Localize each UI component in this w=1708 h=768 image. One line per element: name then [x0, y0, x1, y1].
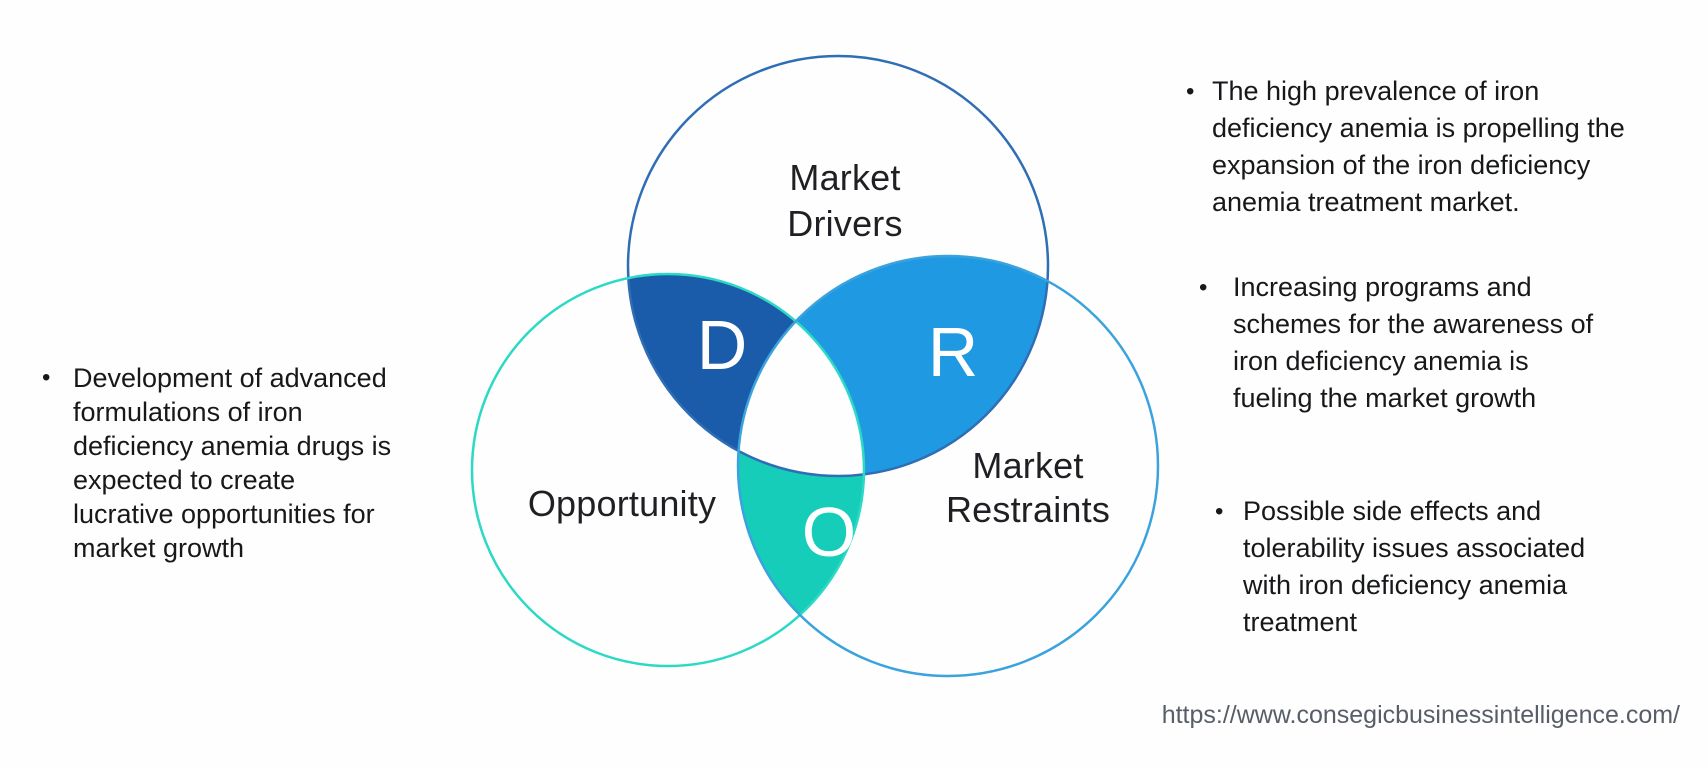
opportunity-letter: O	[801, 493, 857, 571]
drivers-circle	[626, 54, 1050, 478]
bullet-icon: •	[42, 364, 51, 391]
restraints-letter: R	[927, 313, 979, 391]
drivers-letter: D	[696, 306, 748, 384]
drivers-label: Market Drivers	[787, 157, 903, 244]
opportunity-circle	[470, 272, 866, 668]
right-note-1: • The high prevalence of iron deficiency…	[1186, 73, 1666, 221]
restraints-circle	[736, 254, 1160, 678]
source-url: https://www.consegicbusinessintelligence…	[1161, 701, 1680, 729]
bullet-icon: •	[1186, 78, 1195, 105]
left-note: • Development of advanced formulations o…	[42, 361, 462, 565]
note-text: The high prevalence of iron deficiency a…	[1212, 76, 1625, 217]
note-text: Development of advanced formulations of …	[73, 363, 392, 563]
right-note-3: • Possible side effects and tolerability…	[1215, 493, 1695, 641]
opportunity-label: Opportunity	[527, 483, 717, 524]
right-note-2: • Increasing programs and schemes for th…	[1199, 269, 1679, 417]
bullet-icon: •	[1199, 274, 1208, 301]
restraints-label: Market Restraints	[945, 445, 1111, 530]
note-text: Possible side effects and tolerability i…	[1243, 496, 1586, 637]
bullet-icon: •	[1215, 498, 1224, 525]
note-text: Increasing programs and schemes for the …	[1233, 272, 1594, 413]
